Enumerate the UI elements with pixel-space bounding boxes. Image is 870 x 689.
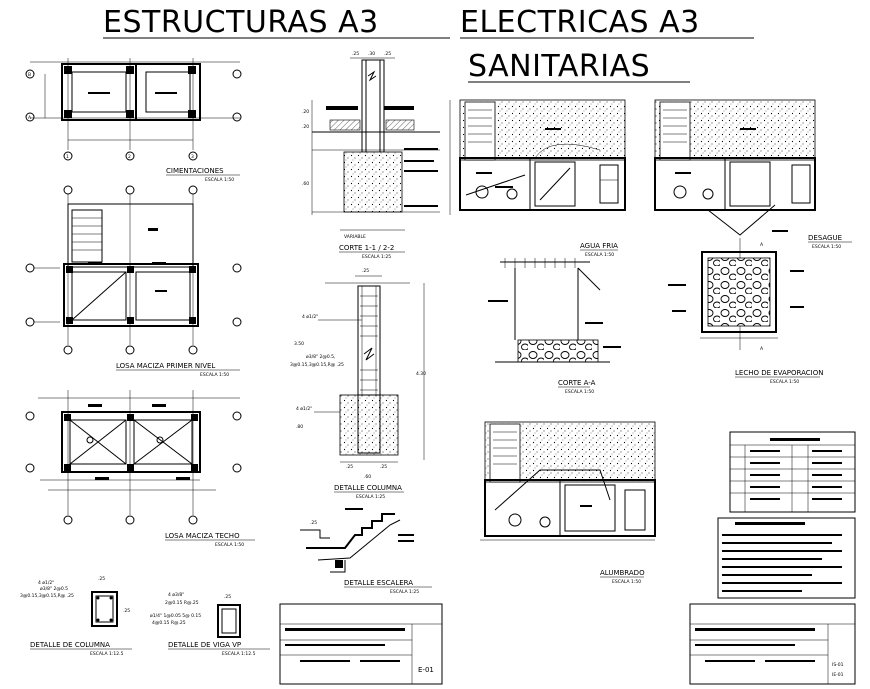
col-small-st2: 3@0.15,3@0.15,R@ .25	[20, 593, 74, 599]
sheet-code-left: E-01	[418, 666, 434, 674]
colL-stir1: ø3/8" 2@0.5,	[306, 354, 335, 360]
colL-80: .80	[296, 424, 303, 430]
viga-dim: .25	[224, 594, 231, 600]
detail-columna-small: 4 ø1/2" ø3/8" 2@0.5 3@0.15,3@0.15,R@ .25…	[20, 576, 132, 657]
corte-12-scale: ESCALA 1:25	[362, 254, 391, 260]
grid-b: B	[28, 72, 31, 78]
corte-12-title: CORTE 1-1 / 2-2	[339, 244, 394, 252]
losa-primer-scale: ESCALA 1:50	[200, 372, 229, 378]
agua-fria-scale: ESCALA 1:50	[585, 252, 614, 258]
viga-st1: 2@0.15 R@.25	[165, 600, 199, 606]
roof-rafters	[504, 258, 576, 268]
colL-dim25: .25	[362, 268, 369, 274]
grid-1: 1	[66, 154, 69, 160]
colL-dimB: .25	[380, 464, 387, 470]
plan-lecho-evaporacion: A A LECHO DE EVAPORACION ESCALA 1:50	[668, 238, 823, 385]
col-small-dim: .25	[98, 576, 105, 582]
colL-scale: ESCALA 1:25	[356, 494, 385, 500]
corte-aa-scale: ESCALA 1:50	[565, 389, 594, 395]
plan-losa-primer-nivel: LOSA MACIZA PRIMER NIVEL ESCALA 1:50	[25, 185, 242, 378]
grid-3: 3	[191, 154, 194, 160]
corte-dim2: .30	[368, 51, 375, 57]
cimentaciones-title: CIMENTACIONES	[166, 167, 224, 175]
sec-mark-a2: A	[760, 346, 764, 352]
stair-af	[468, 109, 492, 143]
colL-bar1: 4 ø1/2"	[302, 314, 318, 320]
losa-techo-title: LOSA MACIZA TECHO	[165, 532, 240, 540]
section-corte-aa: CORTE A-A ESCALA 1:50	[488, 258, 621, 395]
sheet-titles: ESTRUCTURAS A3 ELECTRICAS A3 SANITARIAS	[103, 5, 754, 84]
stair-al	[493, 431, 517, 465]
lecho-scale: ESCALA 1:50	[770, 379, 799, 385]
corte-aa-title: CORTE A-A	[558, 379, 596, 387]
notes-block	[717, 517, 856, 599]
viga-st3: 4@0.15 R@.25	[152, 620, 186, 626]
section-corte-12: .25 .30 .25 .20 .20 .60 VARIABLE CORTE 1…	[302, 51, 440, 260]
cimentaciones-scale: ESCALA 1:50	[205, 177, 234, 183]
title-electricas: ELECTRICAS A3	[460, 5, 700, 40]
title-block-left: E-01	[279, 603, 443, 685]
plan-agua-fria: AGUA FRIA ESCALA 1:50	[449, 99, 626, 258]
colL-stir2: 3@0.15,3@0.15,R@ .25	[290, 362, 344, 368]
escalera-title: DETALLE ESCALERA	[344, 579, 413, 587]
colL-title: DETALLE COLUMNA	[334, 484, 402, 492]
col-small-title: DETALLE DE COLUMNA	[30, 641, 110, 649]
corte-dim1: .25	[352, 51, 359, 57]
viga-title: DETALLE DE VIGA VP	[168, 641, 241, 649]
colL-dimA: .25	[346, 464, 353, 470]
title-estructuras: ESTRUCTURAS A3	[103, 5, 379, 40]
losa-primer-title: LOSA MACIZA PRIMER NIVEL	[116, 362, 215, 370]
plan-cimentaciones: B A 1 2 3 CIMENTACIONES ESCALA 1:50	[25, 58, 242, 183]
colL-430: 4.30	[416, 371, 426, 377]
corte-dim-60: .60	[302, 181, 309, 187]
stair-ds	[663, 109, 687, 143]
title-sanitarias: SANITARIAS	[468, 49, 650, 84]
col-small-bars: 4 ø1/2"	[38, 580, 54, 586]
plan-alumbrado: ALUMBRADO ESCALA 1:50	[480, 421, 656, 585]
alumbrado-scale: ESCALA 1:50	[612, 579, 641, 585]
detail-viga: 4 ø3/8" 2@0.15 R@.25 ø1/4" 1@0.05 5@ 0.1…	[150, 592, 270, 657]
viga-bars: 4 ø3/8"	[168, 592, 184, 598]
sec-mark-a1: A	[760, 242, 764, 248]
grid-a: A	[28, 115, 32, 121]
alumbrado-title: ALUMBRADO	[600, 569, 645, 577]
corte-dim-20b: .20	[302, 124, 309, 130]
col-small-scale: ESCALA 1:12.5	[90, 651, 124, 657]
detail-escalera: .25 DETALLE ESCALERA ESCALA 1:25	[300, 508, 432, 595]
esc-note: .25	[310, 520, 317, 526]
colL-dimC: .60	[364, 474, 371, 480]
corte-dim3: .25	[384, 51, 391, 57]
escalera-scale: ESCALA 1:25	[390, 589, 419, 595]
plan-desague: DESAGUE ESCALA 1:50	[654, 99, 852, 250]
agua-fria-title: AGUA FRIA	[580, 242, 618, 250]
losa-techo-scale: ESCALA 1:50	[215, 542, 244, 548]
col-small-dim2: .25	[123, 608, 130, 614]
colL-bar2: 4 ø1/2"	[296, 406, 312, 412]
corte-variable: VARIABLE	[344, 234, 366, 240]
sheet-code-right1: IS-01	[832, 662, 844, 668]
stair-lines	[71, 209, 103, 263]
col-small-st: ø3/8" 2@0.5	[40, 586, 68, 592]
desague-scale: ESCALA 1:50	[812, 244, 841, 250]
detail-columna-large: .25 4 ø1/2" 3.50 ø3/8" 2@0.5, 3@0.15,3@0…	[290, 268, 426, 500]
desague-title: DESAGUE	[808, 234, 842, 242]
corte-dim-20: .20	[302, 109, 309, 115]
lecho-title: LECHO DE EVAPORACION	[735, 369, 823, 377]
title-block-right: IS-01 IE-01	[689, 603, 856, 685]
plan-losa-techo: LOSA MACIZA TECHO ESCALA 1:50	[25, 390, 255, 548]
legend-table	[729, 431, 856, 513]
viga-scale: ESCALA 1:12.5	[222, 651, 256, 657]
viga-st2: ø1/4" 1@0.05 5@ 0.15	[150, 613, 201, 619]
sheet-code-right2: IE-01	[832, 672, 844, 678]
grid-2: 2	[128, 154, 131, 160]
colL-350: 3.50	[294, 341, 304, 347]
